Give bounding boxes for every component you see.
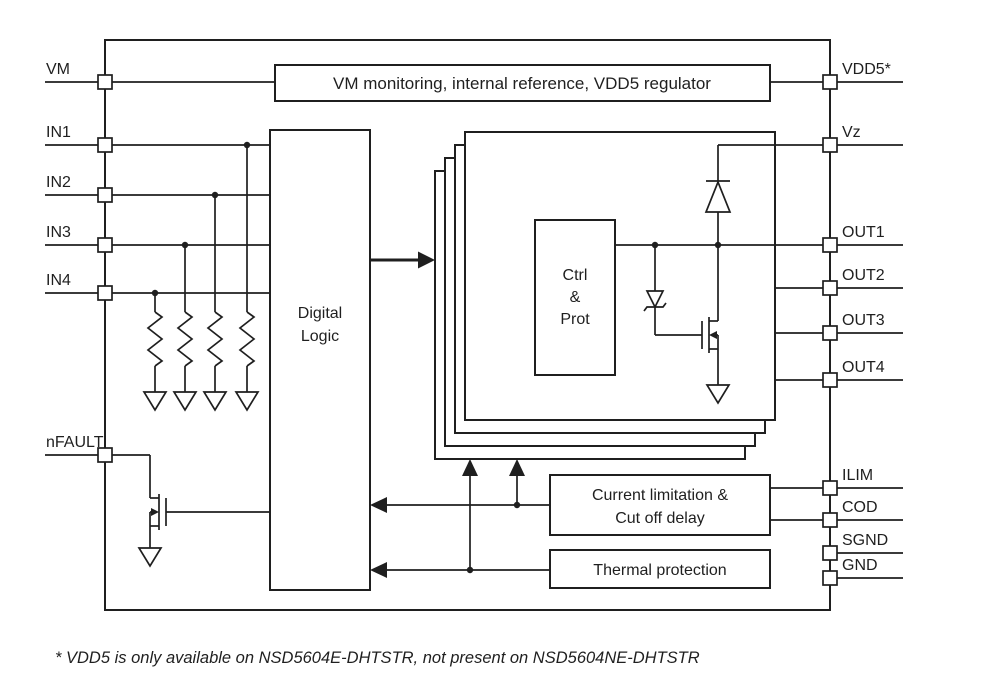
ground-symbol <box>142 391 168 412</box>
pin-square <box>97 237 113 253</box>
pin-in2: IN2 <box>45 174 113 203</box>
pin-out1: OUT1 <box>822 224 903 253</box>
ctrl-label-line3: Prot <box>560 311 590 328</box>
digital-logic-label-line1: Digital <box>298 305 342 322</box>
resistor-symbol <box>238 311 256 367</box>
mosfet-body-arrow <box>709 331 717 339</box>
resistor-symbol <box>176 311 194 367</box>
current-limit-feedback-arrow <box>370 497 550 513</box>
ground-symbol <box>202 391 228 412</box>
pin-gnd: GND <box>822 557 903 586</box>
pin-in1: IN1 <box>45 124 113 153</box>
pin-in4-label: IN4 <box>46 272 71 289</box>
pin-in1-label: IN1 <box>46 124 71 141</box>
digital-logic-label-line2: Logic <box>301 328 339 345</box>
mosfet-body-arrow <box>151 508 159 516</box>
digital-logic-block: Digital Logic <box>269 129 371 591</box>
pin-out3: OUT3 <box>822 312 903 341</box>
pin-square <box>822 372 838 388</box>
pin-in3: IN3 <box>45 224 113 253</box>
zener-diode-symbol <box>643 245 667 335</box>
pin-square <box>97 74 113 90</box>
pin-vz: Vz <box>822 124 903 153</box>
junction-dot <box>714 241 722 249</box>
stack-up-arrow-1 <box>462 459 478 574</box>
pin-square <box>822 325 838 341</box>
mosfet-symbol <box>655 317 719 385</box>
pin-out2-label: OUT2 <box>842 267 885 284</box>
nfault-circuit <box>112 454 270 568</box>
control-bus-arrow <box>370 251 435 269</box>
pin-vdd5-label: VDD5* <box>842 61 891 78</box>
pin-ilim: ILIM <box>822 467 903 496</box>
pin-out4: OUT4 <box>822 359 903 388</box>
pin-in4: IN4 <box>45 272 113 301</box>
vm-monitor-label: VM monitoring, internal reference, VDD5 … <box>333 74 711 93</box>
ground-symbol <box>705 384 731 405</box>
ground-symbol <box>137 547 163 568</box>
ctrl-prot-block: Ctrl & Prot <box>534 219 616 376</box>
output-stage-circuit <box>615 144 823 405</box>
ctrl-label-line2: & <box>570 289 581 306</box>
junction-dot <box>466 566 474 574</box>
pin-square <box>822 280 838 296</box>
pin-square <box>822 137 838 153</box>
output-stage-1 <box>464 131 776 421</box>
input-wires <box>112 141 270 412</box>
resistor-symbol <box>146 311 164 367</box>
pin-vz-label: Vz <box>842 124 861 141</box>
ctrl-label-line1: Ctrl <box>563 267 588 284</box>
current-limit-label-line2: Cut off delay <box>615 510 705 527</box>
thermal-block: Thermal protection <box>549 549 771 589</box>
pin-in2-label: IN2 <box>46 174 71 191</box>
pin-cod-label: COD <box>842 499 878 516</box>
pin-vm-label: VM <box>46 61 70 78</box>
resistor-symbol <box>206 311 224 367</box>
pin-square <box>822 480 838 496</box>
pin-out3-label: OUT3 <box>842 312 885 329</box>
pin-out4-label: OUT4 <box>842 359 885 376</box>
pin-sgnd: SGND <box>822 532 903 561</box>
pin-out1-label: OUT1 <box>842 224 885 241</box>
pin-square <box>822 74 838 90</box>
pin-square <box>97 187 113 203</box>
pin-vdd5: VDD5* <box>822 61 903 90</box>
pin-in3-label: IN3 <box>46 224 71 241</box>
pin-nfault-label: nFAULT <box>46 434 104 451</box>
pin-square <box>822 237 838 253</box>
pin-sgnd-label: SGND <box>842 532 888 549</box>
pin-square <box>97 447 113 463</box>
current-limit-label-line1: Current limitation & <box>592 487 728 504</box>
pin-out2: OUT2 <box>822 267 903 296</box>
thermal-label: Thermal protection <box>593 562 726 579</box>
pin-square <box>97 285 113 301</box>
pin-square <box>822 570 838 586</box>
pin-square <box>822 545 838 561</box>
pin-ilim-label: ILIM <box>842 467 873 484</box>
pin-cod: COD <box>822 499 903 528</box>
footnote: * VDD5 is only available on NSD5604E-DHT… <box>55 649 700 667</box>
mosfet-symbol <box>149 494 270 548</box>
current-limit-block: Current limitation & Cut off delay <box>549 474 771 536</box>
junction-dot <box>513 501 521 509</box>
vm-monitor-block: VM monitoring, internal reference, VDD5 … <box>274 64 771 102</box>
stack-up-arrow-2 <box>509 459 525 509</box>
ground-symbol <box>234 391 260 412</box>
pin-square <box>822 512 838 528</box>
pin-vm: VM <box>45 61 113 90</box>
pin-nfault: nFAULT <box>45 434 113 463</box>
pin-square <box>97 137 113 153</box>
pin-gnd-label: GND <box>842 557 878 574</box>
ground-symbol <box>172 391 198 412</box>
